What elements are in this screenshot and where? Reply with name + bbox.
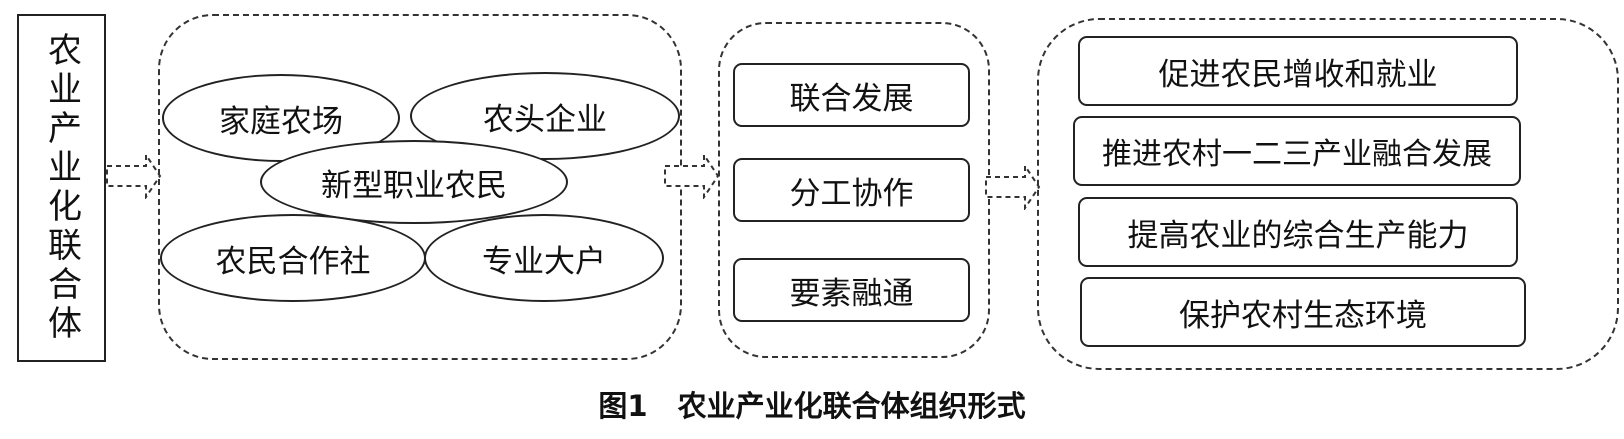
member-ellipse-large-household: 专业大户: [424, 214, 664, 302]
member-label: 新型职业农民: [321, 167, 507, 204]
outcome-box: 促进农民增收和就业: [1078, 36, 1518, 106]
members-group: [158, 14, 682, 360]
mechanism-label: 要素融通: [789, 275, 914, 312]
outcome-box: 提高农业的综合生产能力: [1078, 197, 1518, 267]
member-label: 农民合作社: [215, 243, 371, 280]
outcome-box: 保护农村生态环境: [1080, 277, 1526, 347]
outcome-label: 保护农村生态环境: [1179, 297, 1427, 334]
mechanism-box: 分工协作: [733, 158, 970, 222]
mechanism-box: 要素融通: [733, 258, 970, 322]
mechanism-label: 分工协作: [789, 175, 914, 212]
member-label: 农头企业: [483, 101, 607, 138]
member-label: 专业大户: [482, 243, 606, 280]
mechanism-label: 联合发展: [789, 80, 914, 117]
arrow-right-icon: [106, 153, 162, 199]
figure-number: 图1: [598, 389, 648, 423]
outcome-label: 提高农业的综合生产能力: [1127, 217, 1469, 254]
figure-caption: 图1 农业产业化联合体组织形式: [0, 383, 1624, 425]
member-ellipse-new-farmer: 新型职业农民: [260, 140, 568, 224]
entity-title-text: 农业产业化联合体: [41, 32, 82, 344]
figure-title: 农业产业化联合体组织形式: [677, 389, 1026, 423]
member-label: 家庭农场: [219, 103, 343, 140]
member-ellipse-cooperative: 农民合作社: [160, 214, 426, 302]
mechanism-box: 联合发展: [733, 63, 970, 127]
arrow-right-icon: [985, 164, 1041, 210]
outcome-box: 推进农村一二三产业融合发展: [1073, 116, 1521, 186]
outcome-label: 推进农村一二三产业融合发展: [1102, 137, 1492, 172]
outcome-label: 促进农民增收和就业: [1158, 56, 1438, 93]
arrow-right-icon: [664, 153, 720, 199]
entity-title-box: 农业产业化联合体: [17, 14, 106, 362]
outcomes-group: [1037, 18, 1619, 370]
